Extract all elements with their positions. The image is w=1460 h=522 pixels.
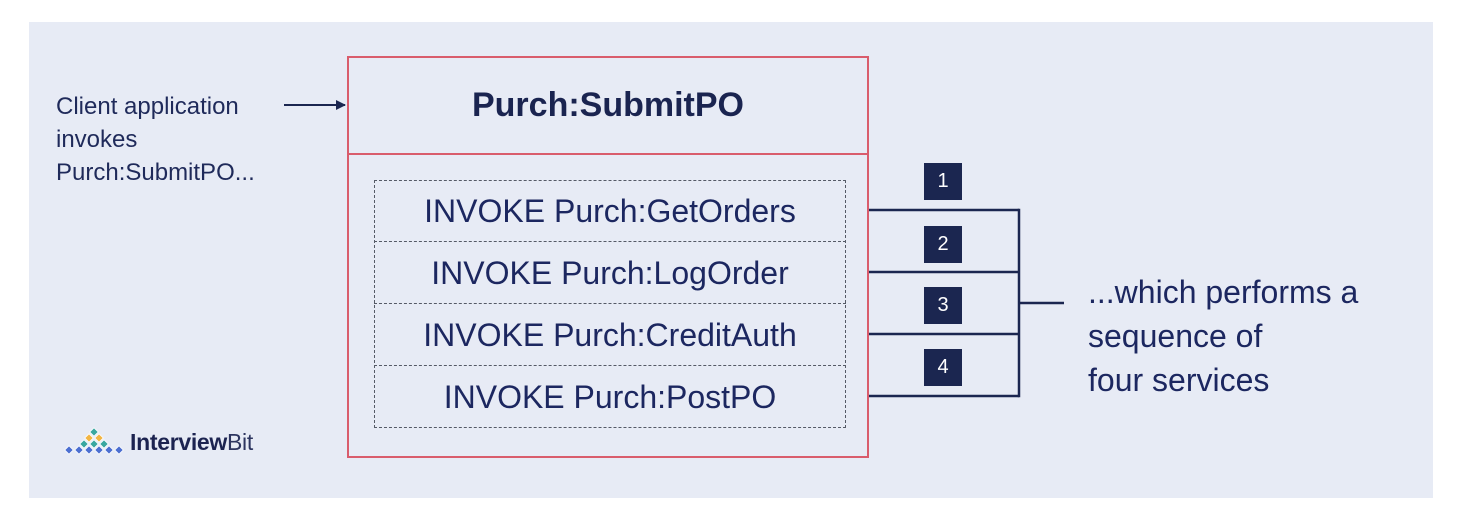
service-title: Purch:SubmitPO <box>471 86 745 124</box>
step-badge-3: 3 <box>924 287 962 324</box>
client-caption: Client application invokes Purch:SubmitP… <box>56 90 255 189</box>
logo-wordmark: InterviewBit <box>130 429 253 456</box>
diagram-background <box>29 22 1433 498</box>
service-box-divider <box>347 153 869 155</box>
step-list <box>374 180 846 428</box>
step-separator <box>374 303 846 304</box>
step-badge-2: 2 <box>924 226 962 263</box>
step-separator <box>374 365 846 366</box>
result-caption-line: sequence of <box>1088 318 1263 354</box>
step-badge-1: 1 <box>924 163 962 200</box>
logo-wordmark-light: Bit <box>227 428 253 455</box>
step-get-orders: INVOKE Purch:GetOrders <box>424 192 796 229</box>
logo-wordmark-strong: Interview <box>130 428 228 455</box>
client-caption-line: invokes <box>56 126 138 153</box>
result-caption: ...which performs a sequence of four ser… <box>1088 270 1358 402</box>
step-credit-auth: INVOKE Purch:CreditAuth <box>423 316 797 353</box>
step-log-order: INVOKE Purch:LogOrder <box>431 254 789 291</box>
client-caption-line: Client application <box>56 93 239 120</box>
step-badge-4: 4 <box>924 349 962 386</box>
interviewbit-logo: InterviewBit <box>62 427 253 457</box>
logo-icon <box>64 427 124 455</box>
step-separator <box>374 241 846 242</box>
client-caption-line: Purch:SubmitPO... <box>56 159 255 186</box>
service-box <box>347 56 869 458</box>
step-post-po: INVOKE Purch:PostPO <box>443 378 777 415</box>
result-caption-line: four services <box>1088 362 1270 398</box>
result-caption-line: ...which performs a <box>1088 274 1359 310</box>
